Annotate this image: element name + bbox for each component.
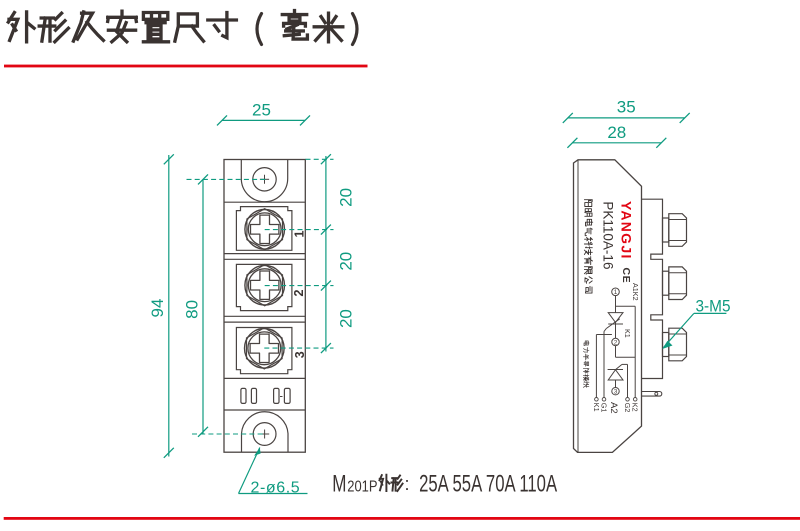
svg-text:35: 35 [617, 98, 636, 117]
svg-text:28: 28 [607, 123, 626, 142]
svg-text:2: 2 [614, 339, 618, 346]
svg-text:G2: G2 [623, 403, 632, 413]
svg-text:94: 94 [148, 299, 167, 318]
svg-text:1: 1 [292, 230, 306, 237]
svg-text:YANGJI: YANGJI [619, 201, 635, 260]
svg-text:25A 55A 70A 110A: 25A 55A 70A 110A [419, 471, 557, 498]
svg-text:201P: 201P [347, 479, 377, 496]
svg-text:K2: K2 [631, 403, 640, 412]
svg-text:A2: A2 [608, 402, 619, 414]
svg-text:CE: CE [620, 268, 632, 284]
svg-text:20: 20 [336, 309, 355, 328]
svg-text:K1: K1 [623, 329, 632, 338]
svg-text:80: 80 [183, 300, 202, 319]
svg-text:K1: K1 [592, 403, 601, 412]
svg-text:G1: G1 [599, 403, 608, 413]
svg-text:PK110A-16: PK110A-16 [601, 201, 616, 269]
svg-text:1: 1 [614, 289, 618, 296]
svg-text:M: M [332, 471, 346, 498]
svg-text:3: 3 [293, 351, 307, 358]
svg-text::: : [405, 474, 410, 494]
svg-text:3: 3 [614, 389, 618, 396]
svg-text:A1K2: A1K2 [631, 283, 640, 301]
svg-text:3-M5: 3-M5 [696, 297, 731, 316]
svg-text:20: 20 [336, 252, 355, 271]
svg-text:2-ø6.5: 2-ø6.5 [250, 479, 300, 496]
svg-text:2: 2 [292, 289, 306, 296]
svg-text:20: 20 [336, 188, 355, 207]
svg-text:25: 25 [252, 101, 271, 120]
